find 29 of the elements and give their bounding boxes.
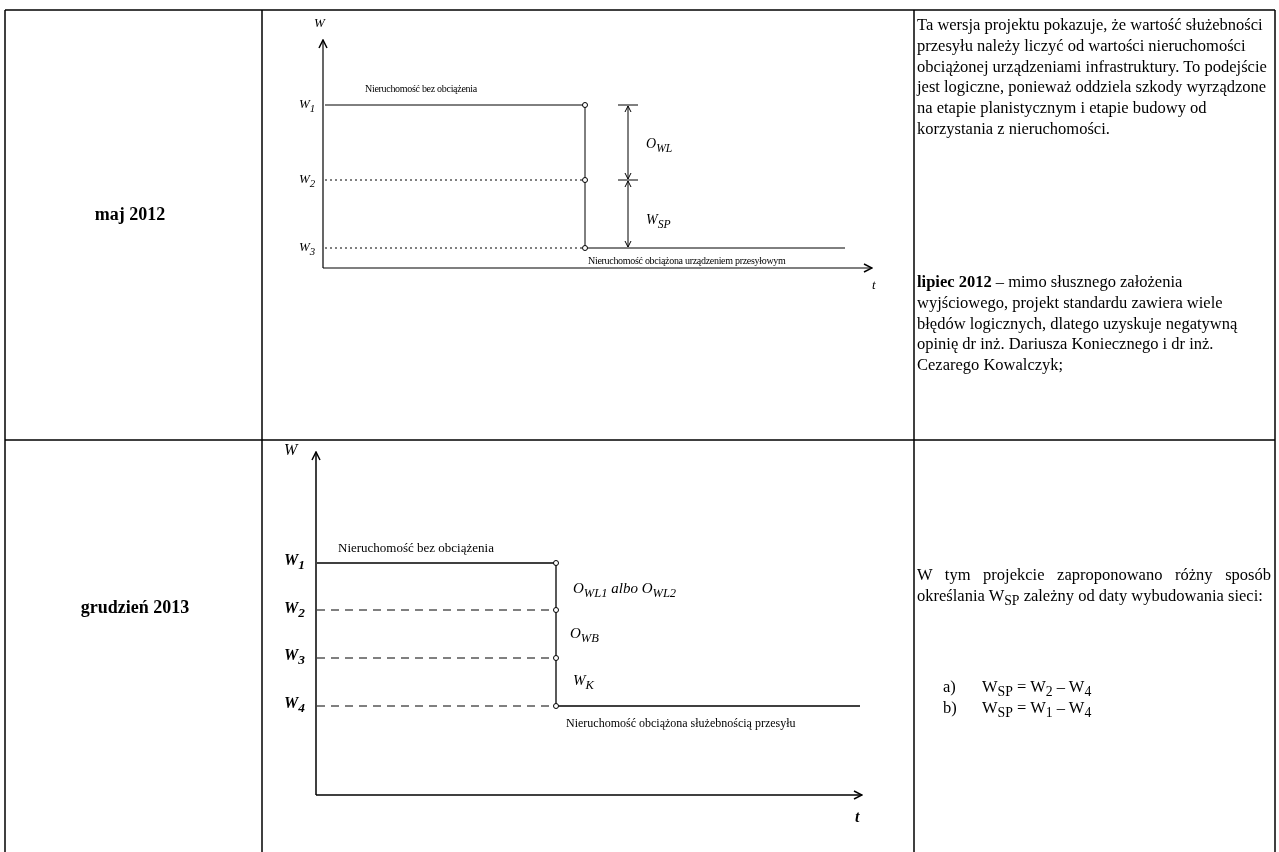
dimension-label: W$_{K}$ <box>573 672 594 693</box>
line-label: Nieruchomość bez obciążenia <box>338 541 494 556</box>
formula: W$_{SP}$ = W$_{2}$ – W$_{4}$ <box>982 678 1092 701</box>
axis-label: W$_{1}$ <box>284 551 305 573</box>
axis-label: W <box>314 16 325 31</box>
axis-label: t <box>872 278 876 293</box>
dimension-label: O$_{WL}$ <box>646 136 673 156</box>
paragraph: Ta wersja projektu pokazuje, że wartość służebności przesyłu należy liczyć od wartości nieruchomości obciążonej urządzeniami infrastruktury. To podejście jest logiczne, ponieważ oddziela szkody wyrządzone na etapie planistycznym i etapie budowy od korzystania z nieruchomości. <box>917 15 1268 140</box>
dimension-label: O$_{WB}$ <box>570 625 599 646</box>
line-label: Nieruchomość obciążona urządzeniem przesyłowym <box>588 255 786 267</box>
axis-label: W$_{4}$ <box>284 694 305 716</box>
dimension-label: W$_{SP}$ <box>646 212 671 232</box>
paragraph: W tym projekcie zaproponowano różny sposób określania W$_{SP}$ zależny od daty wybudowania sieci: <box>917 565 1271 610</box>
dimension-label: O$_{WL1}$ albo O$_{WL2}$ <box>573 580 677 601</box>
row-heading: grudzień 2013 <box>79 597 191 618</box>
axis-label: W <box>284 441 298 460</box>
axis-label: W$_{2}$ <box>284 599 305 621</box>
axis-label: W$_{3}$ <box>299 240 316 258</box>
paragraph: lipiec 2012 – mimo słusznego założenia wyjściowego, projekt standardu zawiera wiele błędów logicznych, dlatego uzyskuje negatywną opinię dr inż. Dariusza Koniecznego i dr inż. Cezarego Kowalczyk; <box>917 272 1239 376</box>
axis-label: W$_{1}$ <box>299 97 316 115</box>
axis-label: W$_{2}$ <box>299 172 316 190</box>
list-marker: a) <box>943 678 956 697</box>
formula: W$_{SP}$ = W$_{1}$ – W$_{4}$ <box>982 699 1092 722</box>
list-marker: b) <box>943 699 957 718</box>
line-label: Nieruchomość obciążona służebnością przesyłu <box>566 717 796 731</box>
row-heading: maj 2012 <box>93 204 167 225</box>
line-label: Nieruchomość bez obciążenia <box>365 83 477 95</box>
axis-label: W$_{3}$ <box>284 646 305 668</box>
axis-label: t <box>855 808 860 827</box>
